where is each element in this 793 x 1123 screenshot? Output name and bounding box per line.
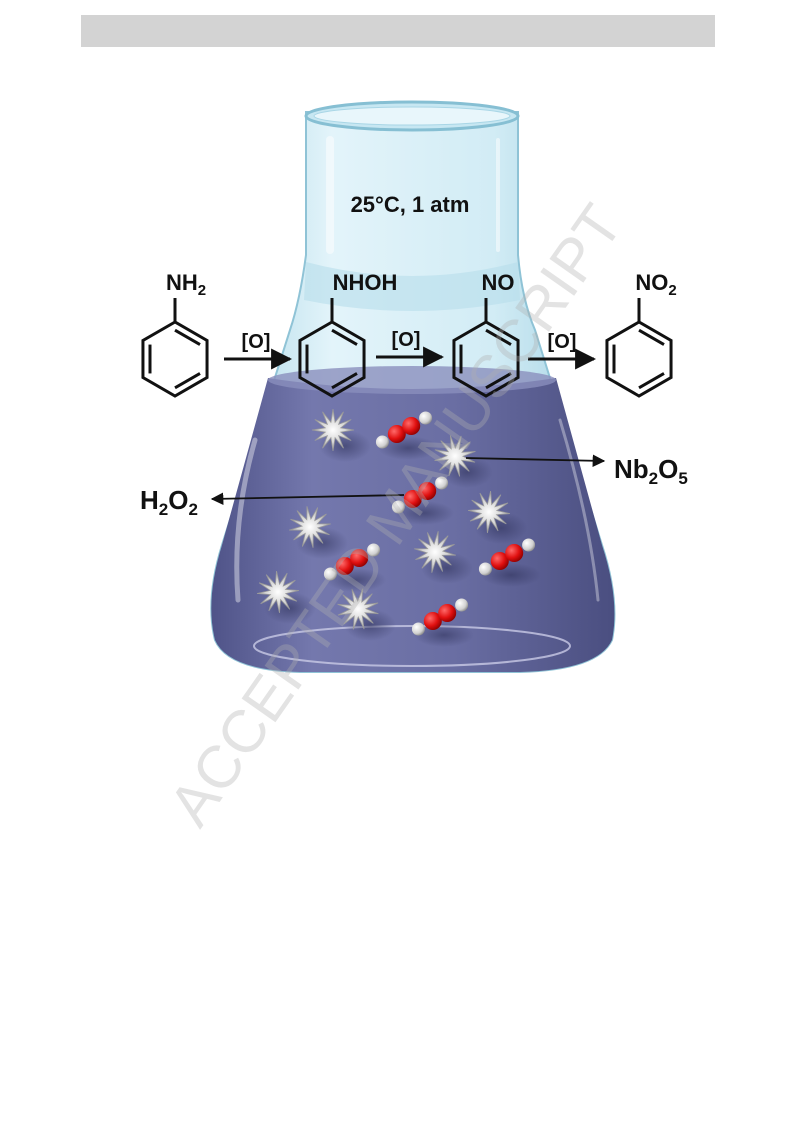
- benzene-structure-1: NH2: [141, 270, 209, 398]
- hydrogen-atom: [411, 622, 425, 636]
- hydrogen-atom: [419, 411, 433, 425]
- oxygen-atom: [350, 549, 369, 567]
- reaction-arrows: [O] [O] [O]: [224, 329, 597, 370]
- benzene-structure-2: NHOH: [298, 270, 398, 398]
- reaction-conditions: 25°C, 1 atm: [351, 192, 470, 217]
- hydrogen-atom: [522, 538, 536, 552]
- benzene-ring: [298, 320, 366, 398]
- oxidant-label-2: [O]: [392, 329, 421, 351]
- oxygen-atom: [423, 612, 442, 630]
- oxygen-atom: [403, 490, 422, 508]
- benzene-ring: [452, 320, 520, 398]
- catalyst-particle: [414, 531, 473, 584]
- substituent-label-2: NHOH: [333, 270, 398, 295]
- catalyst-label: Nb2O5: [614, 454, 688, 488]
- oxygen-atom: [402, 417, 421, 435]
- hydrogen-atom: [367, 543, 381, 557]
- flask-liquid: [211, 378, 615, 672]
- oxidant-pointer: [210, 492, 405, 506]
- catalyst-particle: [289, 506, 348, 559]
- reaction-arrow-2: [O]: [376, 329, 445, 368]
- benzene-ring: [141, 320, 209, 398]
- particles: [256, 408, 541, 647]
- oxidant-label-3: [O]: [548, 331, 577, 353]
- catalyst-particle: [311, 408, 371, 462]
- h2o2-molecule: [478, 538, 541, 587]
- hydrogen-atom: [391, 500, 405, 514]
- header-bar: [81, 15, 715, 47]
- catalyst-pointer: [465, 454, 606, 468]
- reaction-species: NH2 NHOH NO NO2: [141, 270, 677, 398]
- oxygen-atom: [438, 604, 457, 622]
- reaction-arrow-3: [O]: [528, 331, 597, 370]
- hydrogen-atom: [323, 567, 337, 581]
- oxidant-label: H2O2: [140, 485, 198, 519]
- reaction-arrow-1: [O]: [224, 331, 293, 370]
- oxygen-atom: [335, 557, 354, 575]
- catalyst-particle: [434, 435, 493, 488]
- oxygen-atom: [387, 425, 406, 443]
- h2o2-molecule: [323, 543, 386, 592]
- substituent-label-4: NO2: [635, 270, 676, 299]
- oxygen-atom: [490, 552, 509, 570]
- oxidant-label-1: [O]: [242, 331, 271, 353]
- benzene-ring: [605, 320, 673, 398]
- oxygen-atom: [505, 544, 524, 562]
- h2o2-molecule: [411, 598, 474, 647]
- benzene-structure-3: NO: [452, 270, 520, 398]
- hydrogen-atom: [435, 476, 449, 490]
- pointer-arrows: [210, 454, 606, 506]
- substituent-label-1: NH2: [166, 270, 206, 299]
- hydrogen-atom: [455, 598, 469, 612]
- substituent-label-3: NO: [482, 270, 515, 295]
- oxygen-atom: [418, 482, 437, 500]
- hydrogen-atom: [375, 435, 389, 449]
- catalyst-particle: [337, 588, 396, 641]
- h2o2-molecule: [391, 476, 454, 525]
- catalyst-particle: [256, 570, 316, 624]
- h2o2-molecule: [375, 411, 438, 460]
- catalyst-particle: [467, 490, 527, 544]
- hydrogen-atom: [478, 562, 492, 576]
- benzene-structure-4: NO2: [605, 270, 677, 398]
